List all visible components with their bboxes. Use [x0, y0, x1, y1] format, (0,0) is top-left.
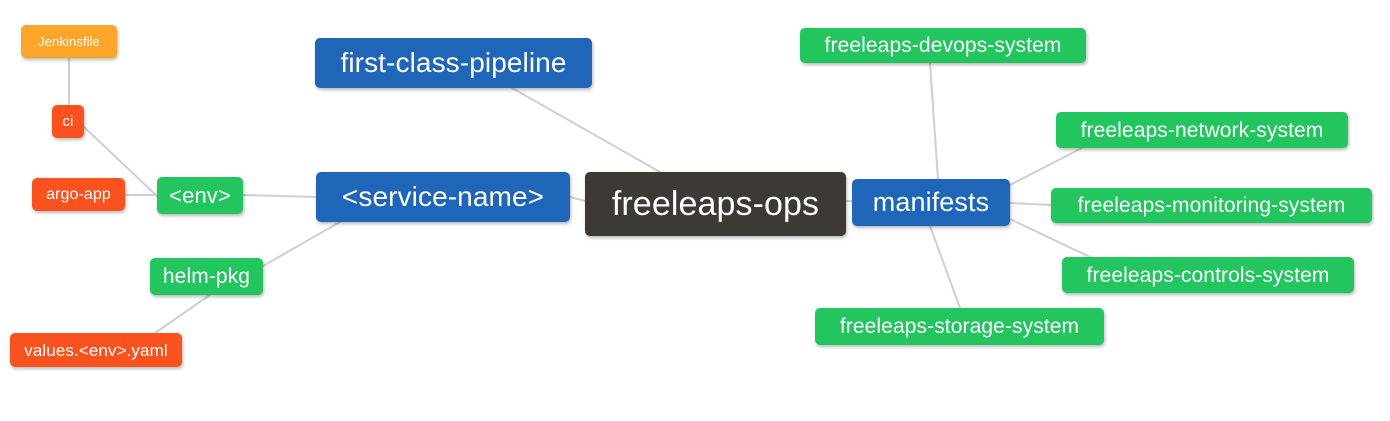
node-ci[interactable]: ci	[52, 105, 84, 138]
edge-env-to-service-name	[242, 194, 317, 198]
edge-service-name-to-freeleaps-ops	[569, 196, 586, 202]
node-service-name[interactable]: <service-name>	[316, 172, 570, 222]
edge-helm-pkg-to-service-name	[262, 221, 341, 267]
node-freeleaps-devops-system[interactable]: freeleaps-devops-system	[800, 28, 1086, 63]
node-freeleaps-monitoring-system[interactable]: freeleaps-monitoring-system	[1051, 188, 1372, 223]
node-jenkinsfile[interactable]: Jenkinsfile	[21, 25, 117, 58]
node-freeleaps-ops[interactable]: freeleaps-ops	[585, 172, 846, 236]
edge-manifests-to-freeleaps-devops-system	[929, 62, 939, 180]
node-freeleaps-controls-system[interactable]: freeleaps-controls-system	[1062, 257, 1354, 293]
node-first-class-pipeline[interactable]: first-class-pipeline	[315, 38, 592, 88]
node-argo-app[interactable]: argo-app	[32, 178, 125, 211]
node-env[interactable]: <env>	[157, 177, 243, 214]
node-manifests[interactable]: manifests	[852, 179, 1010, 226]
edge-manifests-to-freeleaps-network-system	[1009, 147, 1083, 186]
node-freeleaps-storage-system[interactable]: freeleaps-storage-system	[815, 308, 1104, 345]
edge-manifests-to-freeleaps-controls-system	[1009, 218, 1091, 258]
edge-values-yaml-to-helm-pkg	[154, 294, 211, 334]
node-values-yaml[interactable]: values.<env>.yaml	[10, 333, 182, 367]
edge-manifests-to-freeleaps-monitoring-system	[1009, 202, 1052, 206]
edge-first-class-pipeline-to-freeleaps-ops	[511, 87, 661, 173]
node-freeleaps-network-system[interactable]: freeleaps-network-system	[1056, 112, 1348, 148]
node-helm-pkg[interactable]: helm-pkg	[150, 258, 263, 295]
edge-manifests-to-freeleaps-storage-system	[929, 225, 961, 309]
